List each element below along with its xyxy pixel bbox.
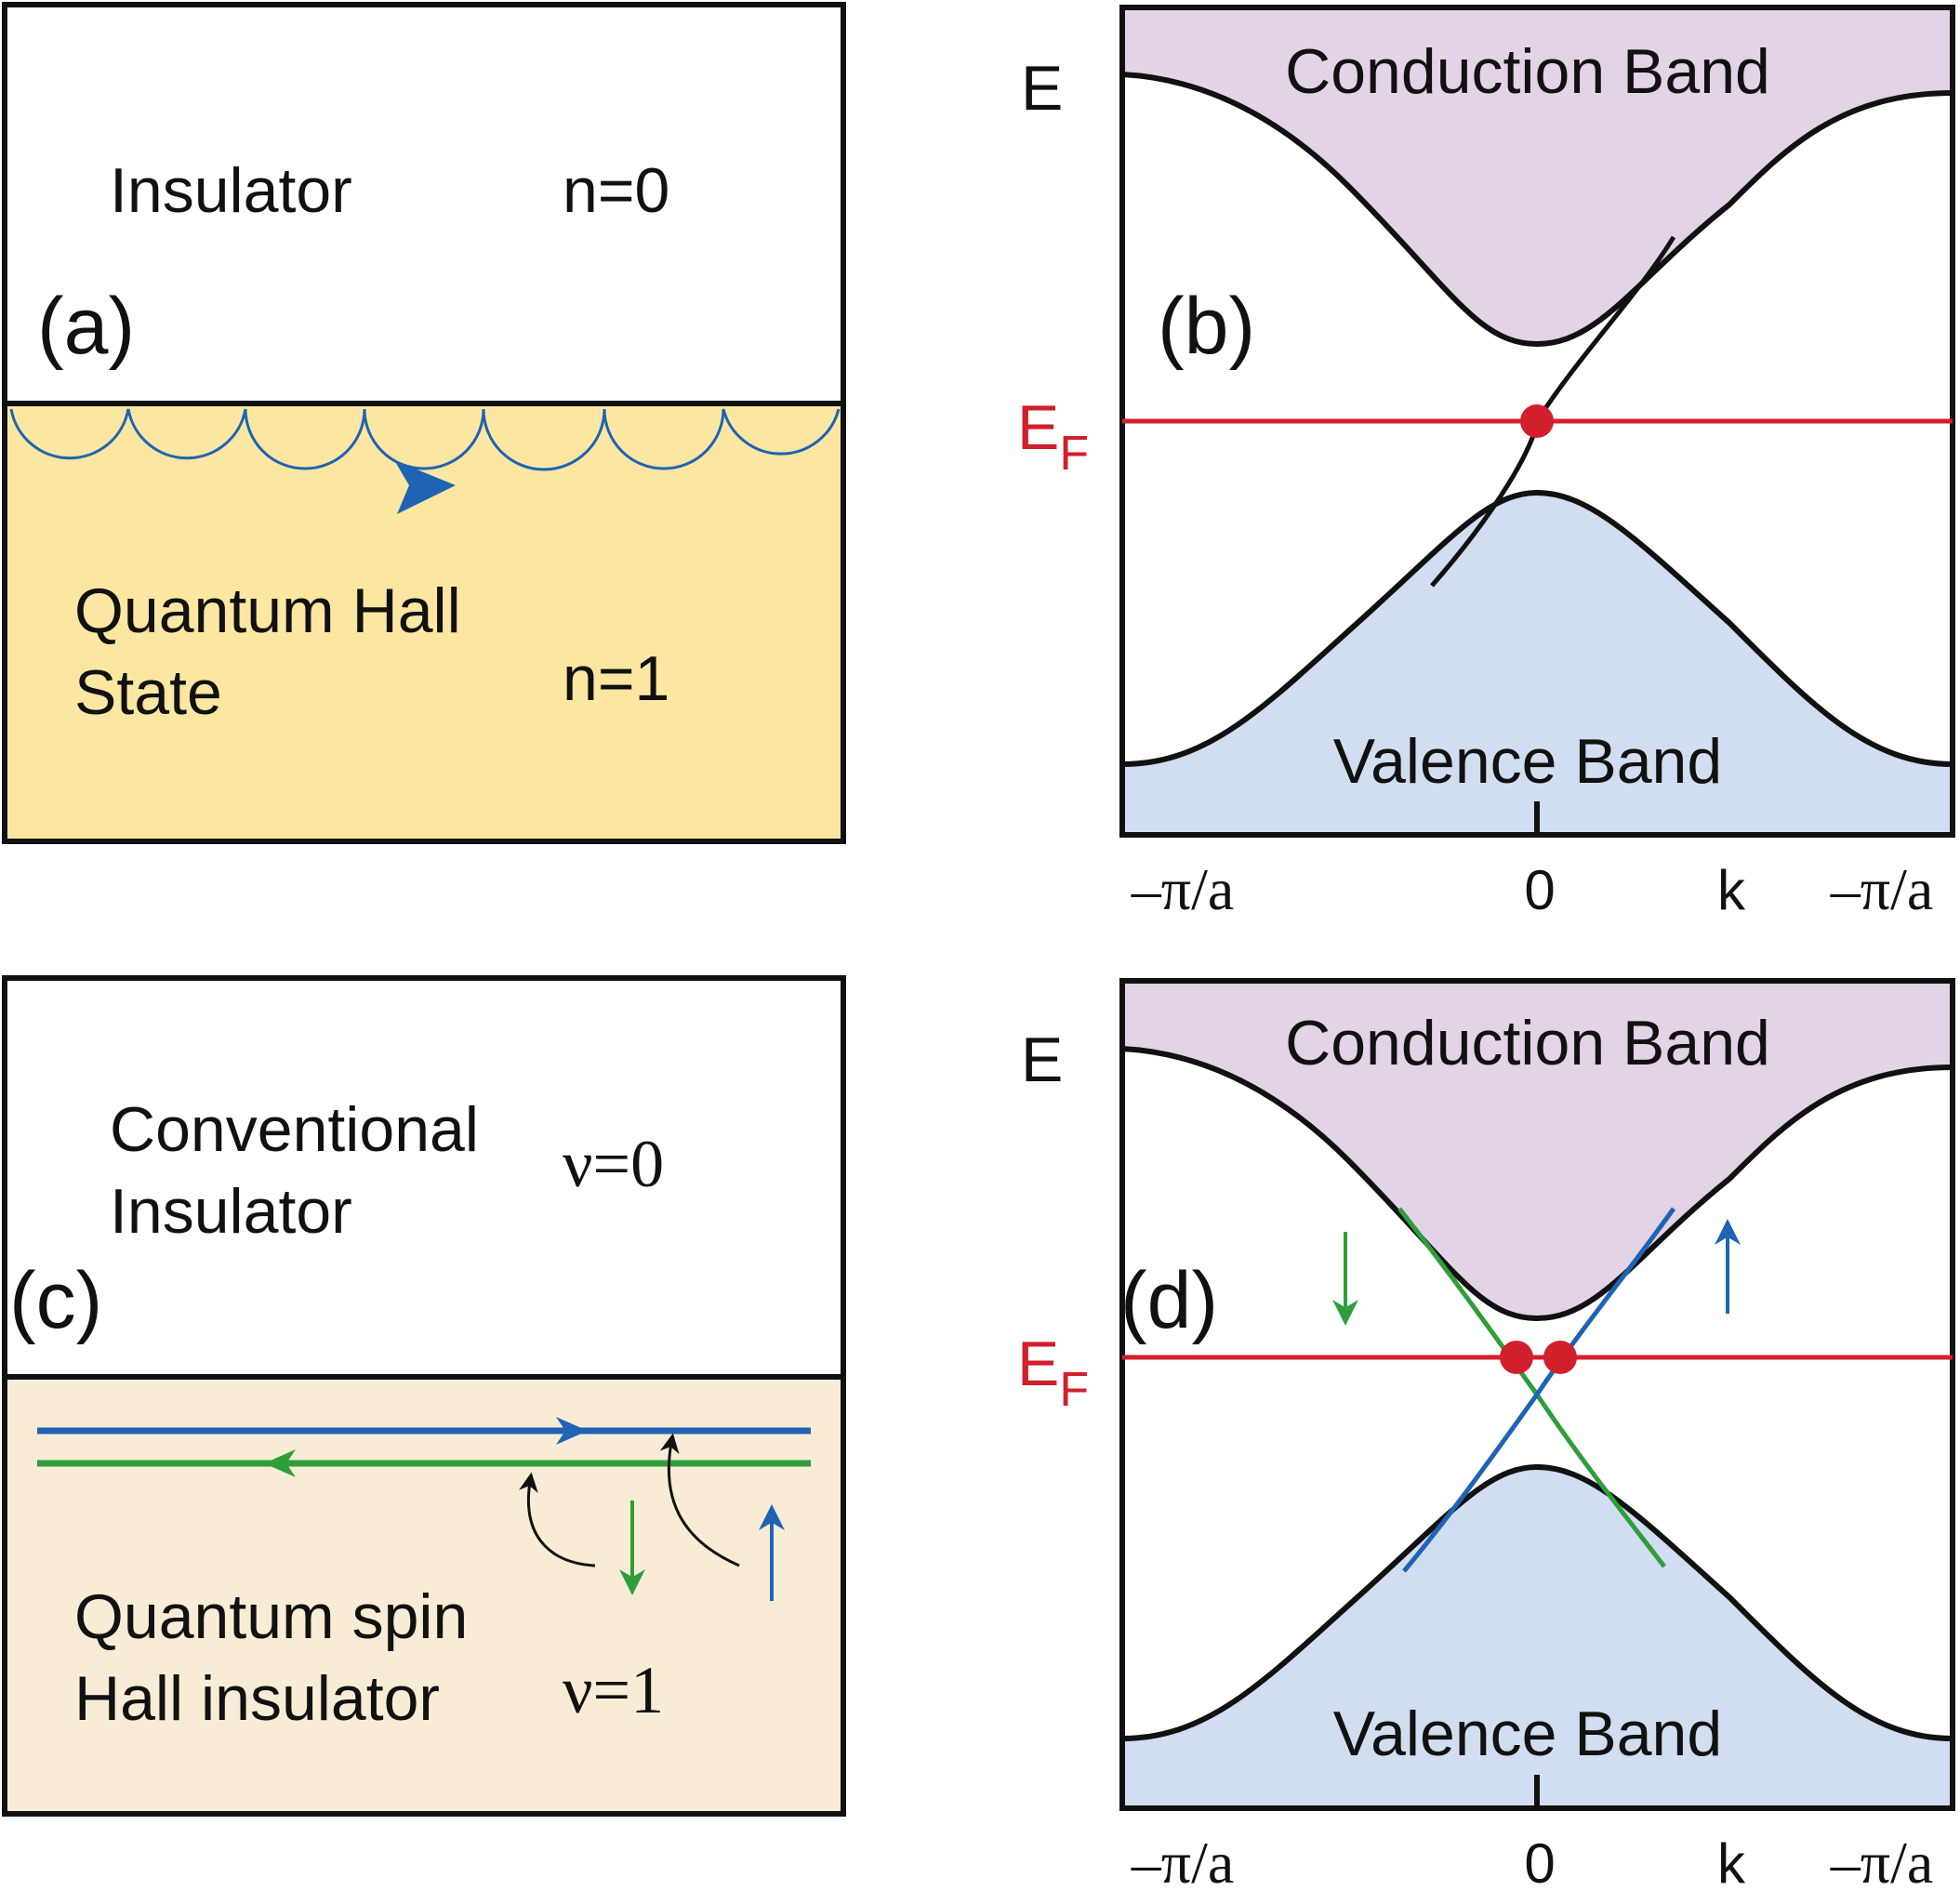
conduction-band-edge bbox=[1121, 72, 1953, 348]
panel-a-bottom-label-2: State bbox=[74, 657, 222, 728]
spin-down-channel-arrow-icon bbox=[264, 1449, 296, 1477]
valence-band-fill bbox=[1122, 493, 1953, 835]
panel-b-tick-left: –π/a bbox=[1131, 856, 1235, 922]
skipping-orbit-edge bbox=[9, 408, 841, 471]
spin-up-channel-arrow-icon bbox=[556, 1417, 588, 1445]
panel-a-frame bbox=[2, 2, 846, 844]
panel-b-tick-k: k bbox=[1717, 859, 1746, 921]
panel-c-top-label-1: Conventional bbox=[110, 1094, 479, 1165]
panel-c-bottom-label-1: Quantum spin bbox=[74, 1581, 468, 1652]
fermi-crossing-dot-right bbox=[1543, 1341, 1577, 1374]
backscatter-arrow-1-icon bbox=[519, 1472, 596, 1567]
panel-c-frame bbox=[2, 975, 846, 1817]
panel-b-valence-label: Valence Band bbox=[1333, 726, 1722, 797]
panel-a: Insulator n=0 (a) Quantum Hall State n=1 bbox=[2, 2, 846, 844]
panel-d-fermi-label: EF bbox=[1017, 1329, 1089, 1417]
panel-c-top-index: ν=0 bbox=[563, 1127, 664, 1201]
valence-band-fill bbox=[1122, 1467, 1953, 1808]
panel-c-bottom-index: ν=1 bbox=[563, 1653, 664, 1727]
panel-d-tick-zero: 0 bbox=[1524, 1832, 1555, 1895]
panel-c-top-label-2: Insulator bbox=[110, 1176, 352, 1247]
fermi-crossing-dot bbox=[1520, 404, 1554, 438]
panel-b-tick-right: –π/a bbox=[1830, 856, 1934, 922]
panel-d: Conduction Band Valence Band (d) E EF –π… bbox=[1017, 978, 1955, 1896]
panel-b-tag: (b) bbox=[1158, 282, 1255, 371]
panel-b-fermi-label: EF bbox=[1017, 392, 1089, 481]
panel-d-tick-right: –π/a bbox=[1830, 1830, 1934, 1896]
qsh-region bbox=[5, 1377, 843, 1814]
panel-d-conduction-label: Conduction Band bbox=[1285, 1008, 1770, 1078]
panel-d-tick-left: –π/a bbox=[1131, 1830, 1235, 1896]
panel-a-bottom-label-1: Quantum Hall bbox=[74, 575, 461, 646]
panel-b: Conduction Band Valence Band (b) E EF –π… bbox=[1017, 5, 1955, 922]
panel-c: Conventional Insulator ν=0 (c) Quantum s… bbox=[2, 975, 846, 1817]
panel-b-tick-zero: 0 bbox=[1524, 859, 1555, 921]
panel-d-valence-label: Valence Band bbox=[1333, 1699, 1722, 1769]
conduction-band-edge bbox=[1121, 1046, 1953, 1322]
valence-band-edge bbox=[1121, 1463, 1953, 1741]
backscatter-arrow-2-icon bbox=[659, 1433, 740, 1567]
panel-d-tag: (d) bbox=[1120, 1256, 1218, 1345]
orbit-direction-arrow-icon bbox=[394, 460, 456, 514]
panel-b-energy-label: E bbox=[1021, 53, 1063, 124]
panel-a-tag: (a) bbox=[37, 282, 135, 371]
spin-up-edge-dispersion bbox=[1402, 1207, 1676, 1573]
panel-d-energy-label: E bbox=[1021, 1025, 1063, 1095]
panel-b-conduction-label: Conduction Band bbox=[1285, 36, 1770, 107]
panel-c-bottom-label-2: Hall insulator bbox=[74, 1663, 440, 1734]
panel-d-tick-k: k bbox=[1717, 1832, 1746, 1895]
valence-band-edge bbox=[1121, 489, 1953, 767]
panel-c-tag: (c) bbox=[9, 1256, 102, 1345]
conduction-band-fill bbox=[1122, 981, 1953, 1318]
panel-a-bottom-index: n=1 bbox=[563, 643, 669, 714]
conduction-band-fill bbox=[1122, 7, 1953, 344]
panel-a-top-label: Insulator bbox=[110, 155, 352, 226]
fermi-crossing-dot-left bbox=[1500, 1341, 1533, 1374]
panel-a-top-index: n=0 bbox=[563, 155, 669, 226]
